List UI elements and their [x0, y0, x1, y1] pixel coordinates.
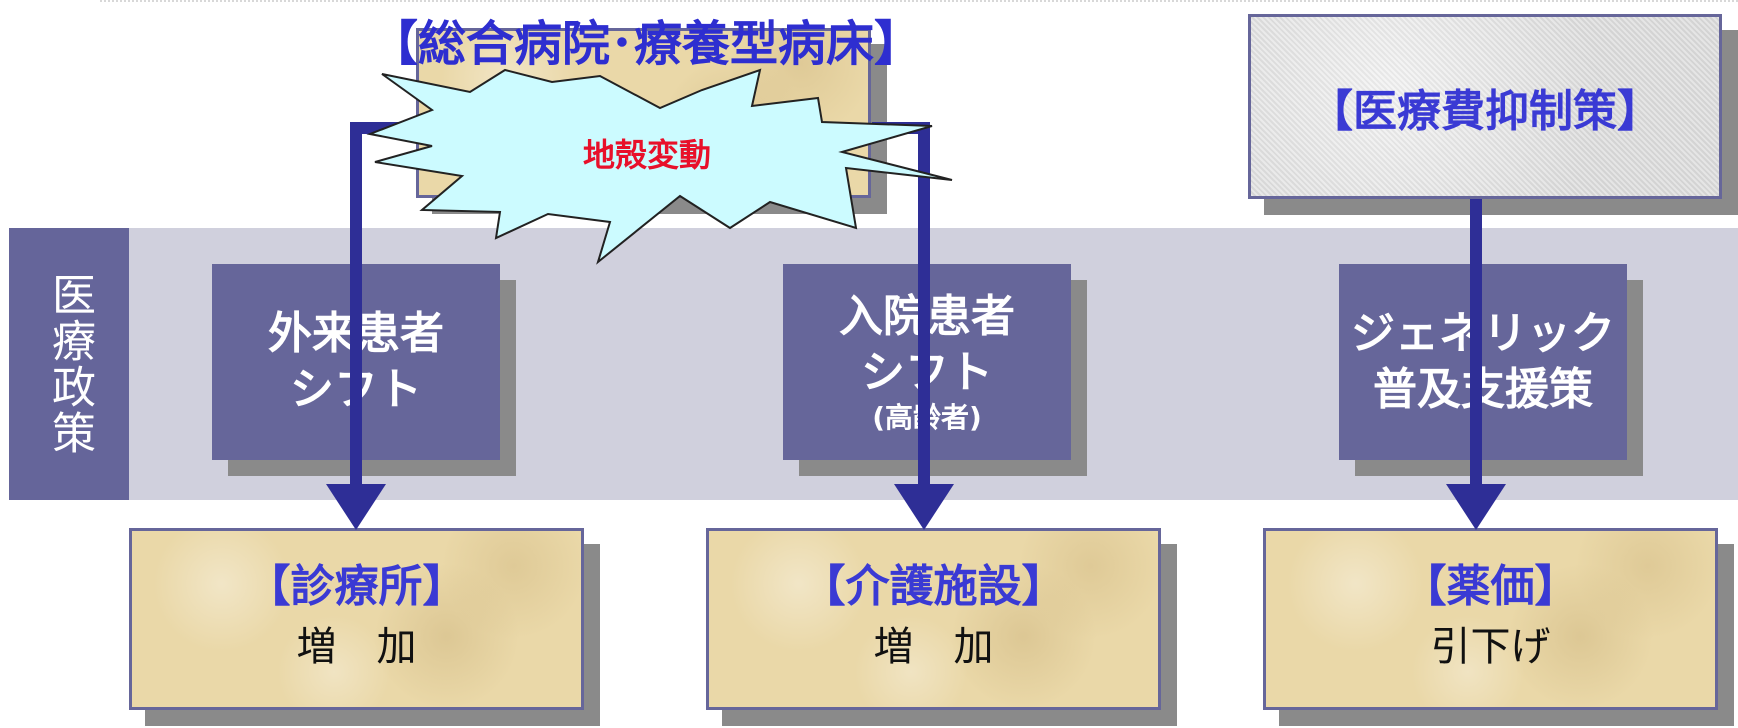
- hospital-title: 【総合病院･療養型病床】: [370, 16, 923, 72]
- arrow-inpatient-line: [872, 122, 930, 490]
- arrow-inpatient-head: [894, 484, 954, 530]
- burst-shape: [366, 68, 953, 265]
- outcome-clinic: 【診療所】 増 加: [129, 528, 584, 710]
- policy-line1: ジェネリック: [1351, 308, 1615, 359]
- arrow-outpatient-head: [326, 484, 386, 530]
- cost-policy-title: 【医療費抑制策】: [1309, 85, 1661, 137]
- arrow-generic-head: [1446, 484, 1506, 530]
- side-label: 医療政策: [44, 272, 95, 456]
- policy-generic-support: ジェネリック 普及支援策: [1339, 264, 1627, 460]
- outcome-value: 増 加: [296, 624, 417, 670]
- burst-label: 地殻変動: [583, 136, 712, 174]
- outcome-value: 引下げ: [1430, 624, 1551, 670]
- policy-line2: 普及支援策: [1373, 364, 1593, 415]
- outcome-care-facility: 【介護施設】 増 加: [706, 528, 1161, 710]
- outcome-title: 【診療所】: [246, 561, 467, 612]
- top-dotted-line: [100, 0, 1738, 4]
- cost-policy-box: 【医療費抑制策】: [1248, 14, 1722, 199]
- side-label-box: 医療政策: [9, 228, 129, 500]
- outcome-drug-price: 【薬価】 引下げ: [1263, 528, 1718, 710]
- outcome-title: 【薬価】: [1402, 561, 1579, 612]
- outcome-title: 【介護施設】: [801, 561, 1066, 612]
- arrow-outpatient-line: [350, 122, 404, 490]
- outcome-value: 増 加: [873, 624, 994, 670]
